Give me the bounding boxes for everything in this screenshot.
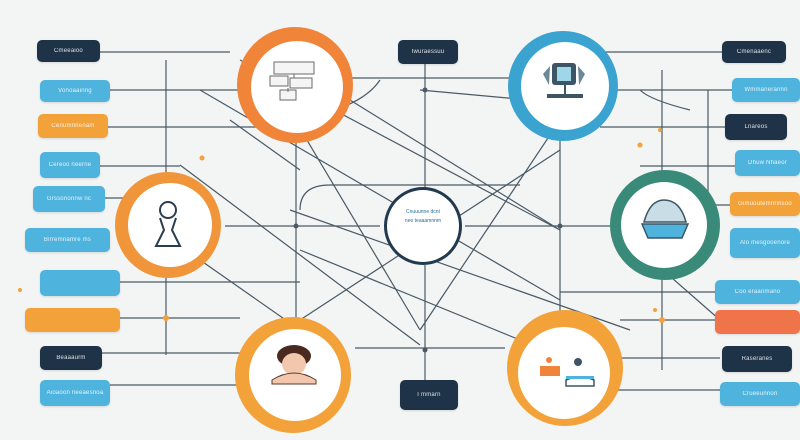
left-tag[interactable] bbox=[25, 308, 120, 332]
center-node-line1: Cnuuunne dcnt bbox=[406, 209, 440, 215]
right-tag[interactable]: Crueeunnon bbox=[720, 382, 800, 406]
left-tag-label: Vonoaainng bbox=[58, 88, 92, 94]
workbench-icon bbox=[540, 357, 595, 387]
node-center bbox=[384, 187, 462, 265]
right-tag[interactable]: Gimuoutemnrinsoo bbox=[730, 192, 800, 216]
left-tag[interactable]: Cenumnnenam bbox=[38, 114, 108, 138]
left-tag[interactable]: Vonoaainng bbox=[40, 80, 110, 102]
right-tag[interactable]: Raseranes bbox=[722, 346, 792, 372]
face-icon bbox=[271, 345, 317, 385]
right-tag-label: Dhuw Nhaeor bbox=[748, 160, 787, 166]
person-icon bbox=[154, 201, 182, 247]
landscape-icon bbox=[640, 199, 690, 239]
accent-dots bbox=[18, 128, 665, 328]
node-landscape bbox=[610, 170, 720, 280]
node-flowchart bbox=[237, 27, 353, 143]
left-tag[interactable] bbox=[40, 270, 120, 296]
right-tag[interactable]: Coo eraanmano bbox=[715, 280, 800, 304]
flowchart-icon bbox=[269, 61, 315, 101]
left-tag-label: Grssononnw nc bbox=[46, 196, 92, 202]
right-tag-label: Lnareos bbox=[744, 124, 768, 130]
left-tag[interactable]: Blrremnamre ms bbox=[25, 228, 110, 252]
right-tag[interactable]: Cmenaaenc bbox=[722, 41, 786, 63]
right-tag-label: Alo mesgooenore bbox=[739, 240, 791, 246]
right-tag[interactable]: Lnareos bbox=[725, 114, 787, 140]
right-tag-label: Wmmanerannn bbox=[744, 87, 788, 93]
left-tag-label: Blrremnamre ms bbox=[43, 237, 92, 243]
top-tag[interactable]: Iwuraessuu bbox=[398, 40, 458, 64]
center-node-line2: neo teaaamnnm bbox=[404, 218, 442, 224]
right-tag[interactable]: Dhuw Nhaeor bbox=[735, 150, 800, 176]
right-tag[interactable]: Alo mesgooenore bbox=[730, 228, 800, 258]
right-tag-label: Coo eraanmano bbox=[734, 289, 781, 295]
right-tag-label: Crueeunnon bbox=[742, 391, 778, 397]
science-icon bbox=[543, 63, 585, 98]
right-tag-label: Gimuoutemnrinsoo bbox=[738, 201, 792, 207]
bottom-tag-label: I mmarn bbox=[417, 392, 441, 398]
left-tag-label: Cenumnnenam bbox=[51, 123, 95, 129]
left-tag-label: Cmeeaioo bbox=[54, 48, 83, 54]
left-tag[interactable]: Beaaaurm bbox=[40, 346, 102, 370]
left-tag[interactable]: Grssononnw nc bbox=[33, 186, 105, 212]
left-tag-label: Beaaaurm bbox=[56, 355, 86, 361]
node-workbench bbox=[507, 310, 623, 426]
left-tag[interactable]: Cereoo neerne bbox=[40, 152, 100, 178]
right-tag-label: Raseranes bbox=[741, 356, 773, 362]
right-tag-label: Cmenaaenc bbox=[736, 49, 772, 55]
node-face bbox=[235, 317, 351, 433]
left-tag-label: Cereoo neerne bbox=[48, 162, 92, 168]
node-science bbox=[508, 31, 618, 141]
right-tag[interactable] bbox=[715, 310, 800, 334]
left-tag[interactable]: Cmeeaioo bbox=[37, 40, 100, 62]
bottom-tag[interactable]: I mmarn bbox=[400, 380, 458, 410]
node-person bbox=[115, 172, 221, 278]
center-node-label: Cnuuunne dcnt neo teaaamnnm bbox=[392, 208, 454, 226]
left-tag-label: Aioaoon neeaesnoa bbox=[46, 390, 104, 396]
top-tag-label: Iwuraessuu bbox=[411, 49, 445, 55]
right-tag[interactable]: Wmmanerannn bbox=[732, 78, 800, 102]
junction-dots bbox=[293, 87, 563, 353]
left-tag[interactable]: Aioaoon neeaesnoa bbox=[40, 380, 110, 406]
